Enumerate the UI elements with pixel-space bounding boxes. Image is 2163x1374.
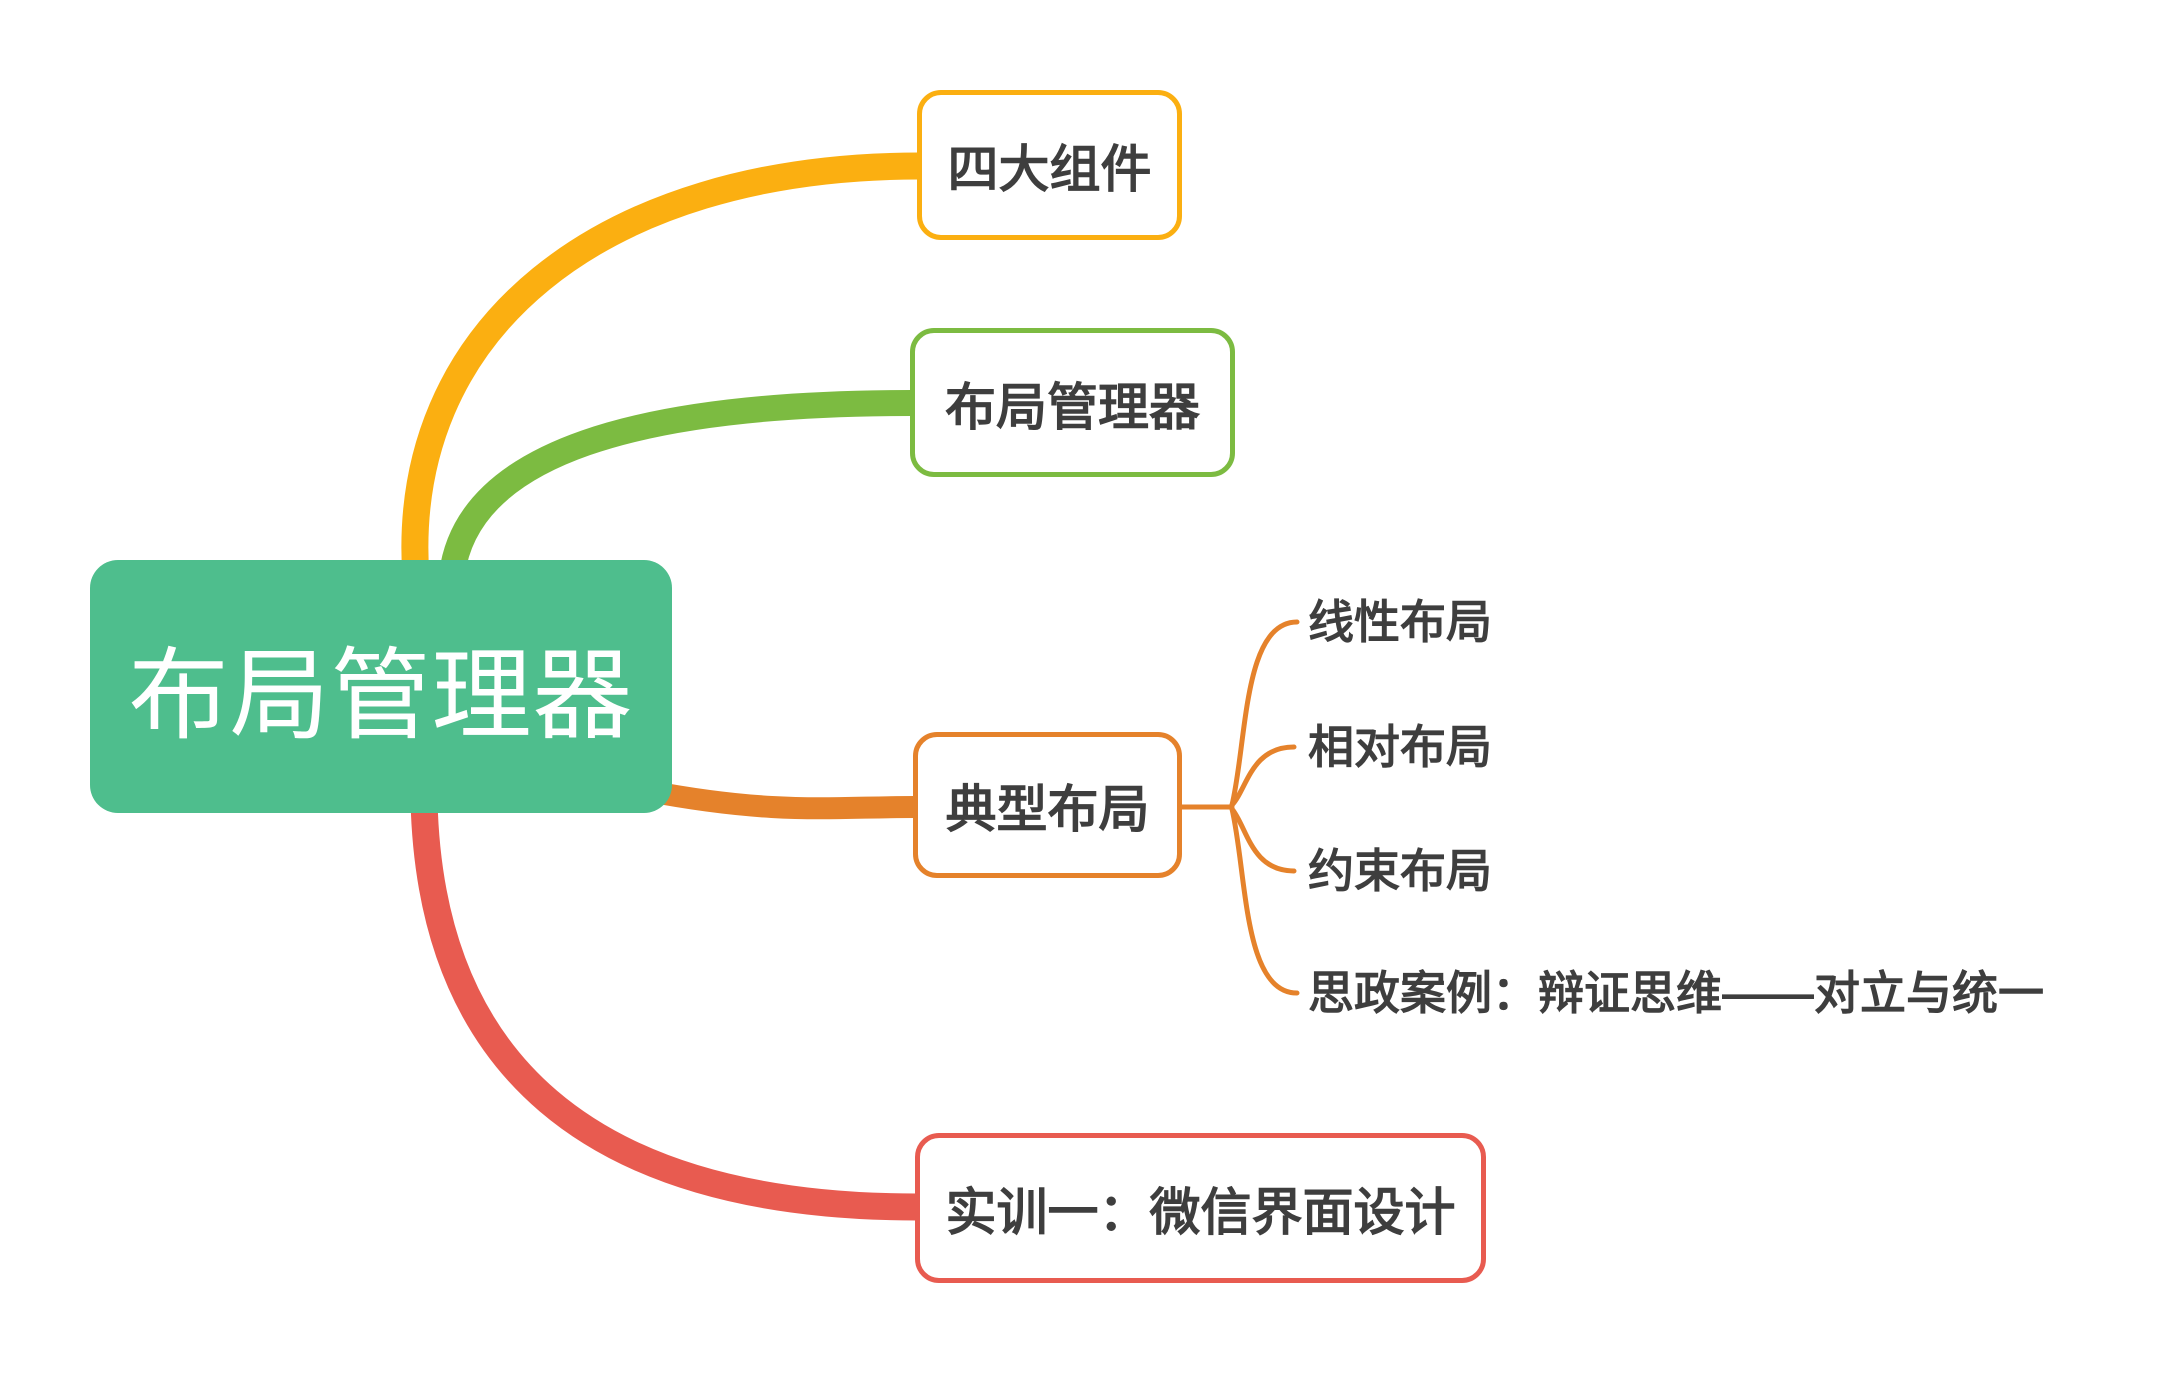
subtopic-curve-ideology-case: [1229, 806, 1300, 996]
node-four-components[interactable]: 四大组件: [917, 90, 1182, 240]
root-node-label: 布局管理器: [128, 640, 634, 752]
branch-curve-training: [410, 799, 918, 1221]
branch-curve-layout-managers: [439, 390, 913, 577]
subtopic-constraint-layout[interactable]: 约束布局: [1308, 845, 1492, 897]
node-layout-managers-label: 布局管理器: [944, 378, 1200, 436]
subtopic-curve-constraint-layout: [1229, 806, 1297, 874]
root-node[interactable]: 布局管理器: [90, 560, 672, 813]
subtopic-linear-layout[interactable]: 线性布局: [1308, 596, 1492, 648]
subtopic-curve-linear-layout: [1229, 619, 1300, 808]
node-four-components-label: 四大组件: [947, 141, 1152, 198]
branch-curve-typical-layouts: [645, 780, 916, 820]
branch-curve-four-components: [401, 152, 920, 579]
node-training[interactable]: 实训一：微信界面设计: [915, 1133, 1486, 1283]
node-typical-layouts-label: 典型布局: [945, 781, 1150, 838]
subtopic-relative-layout[interactable]: 相对布局: [1308, 721, 1492, 773]
node-layout-managers[interactable]: 布局管理器: [910, 328, 1235, 477]
subtopic-curve-relative-layout: [1229, 744, 1297, 808]
node-training-label: 实训一：微信界面设计: [945, 1184, 1456, 1241]
subtopic-ideology-case[interactable]: 思政案例：辩证思维——对立与统一: [1308, 967, 2044, 1019]
node-typical-layouts[interactable]: 典型布局: [913, 732, 1182, 878]
